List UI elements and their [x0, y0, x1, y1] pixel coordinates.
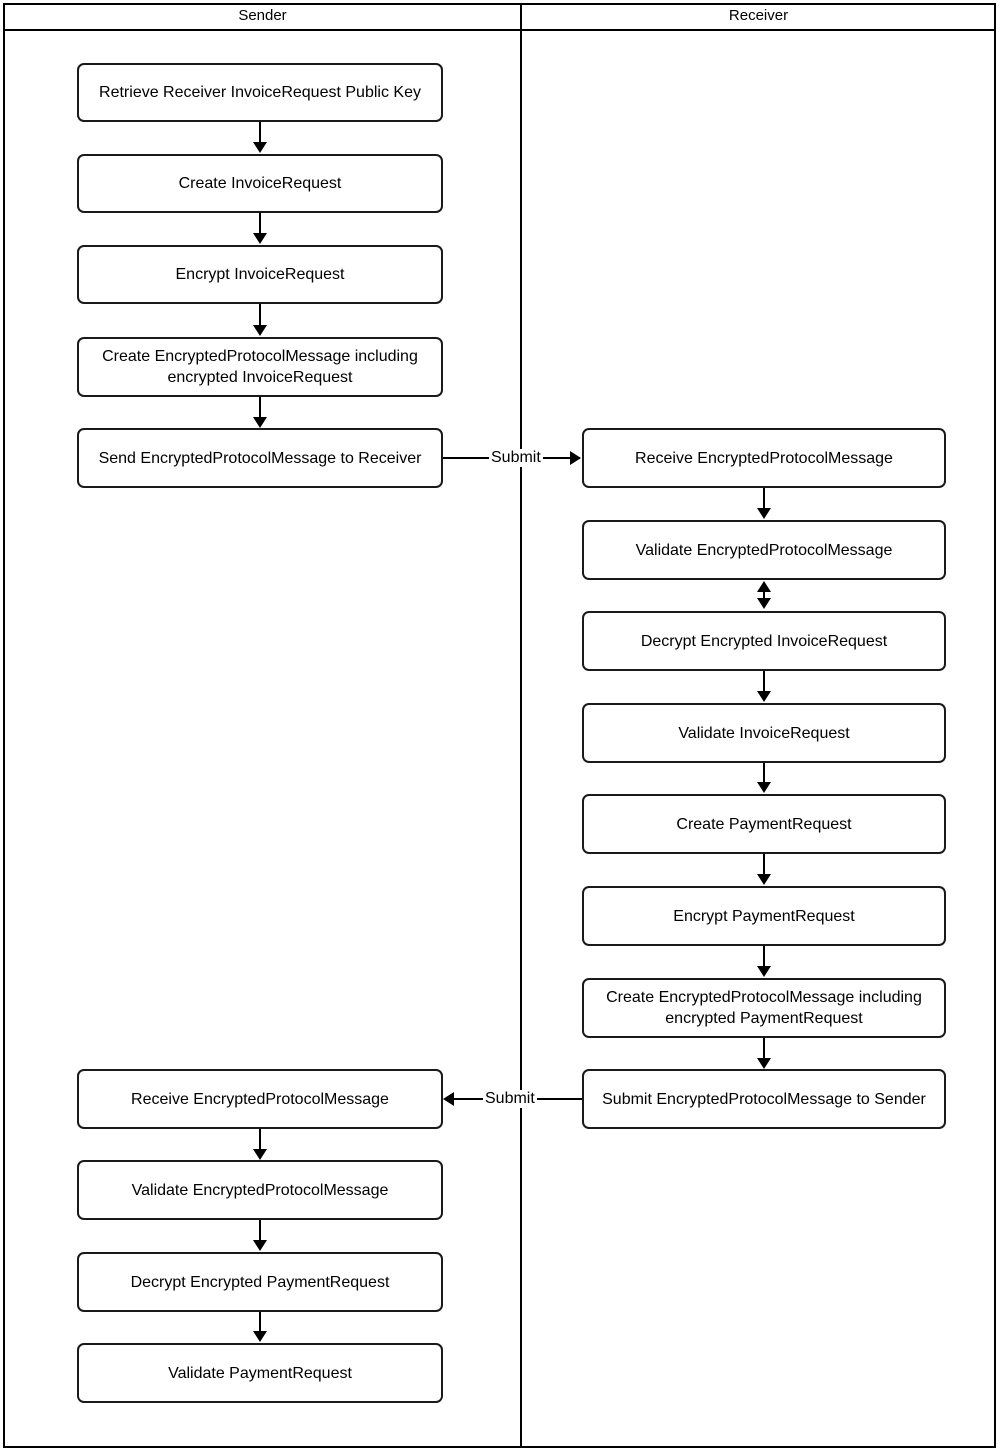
connector-s6-s7-line	[259, 1129, 261, 1150]
connector-r5-r6-line	[763, 854, 765, 875]
connector-s2-s3-line	[259, 213, 261, 234]
connector-r7-r8-arrowhead	[757, 1058, 771, 1069]
node-encrypt-paymentrequest[interactable]: Encrypt PaymentRequest	[582, 886, 946, 946]
node-retrieve-receiver-invoicerequest-public-key[interactable]: Retrieve Receiver InvoiceRequest Public …	[77, 63, 443, 122]
node-label: Receive EncryptedProtocolMessage	[635, 449, 893, 467]
connector-s8-s9-line	[259, 1312, 261, 1332]
connector-s1-s2-line	[259, 122, 261, 143]
connector-s5-r1-arrowhead	[570, 451, 581, 465]
connector-s3-s4-arrowhead	[253, 325, 267, 336]
connector-r3-r4-arrowhead	[757, 691, 771, 702]
node-label: Encrypt InvoiceRequest	[175, 266, 345, 283]
node-create-paymentrequest[interactable]: Create PaymentRequest	[582, 794, 946, 854]
node-decrypt-encrypted-paymentrequest[interactable]: Decrypt Encrypted PaymentRequest	[77, 1252, 443, 1312]
connector-r7-r8-line	[763, 1038, 765, 1059]
connector-s1-s2-arrowhead	[253, 142, 267, 153]
node-label: Retrieve Receiver InvoiceRequest Public …	[99, 84, 421, 101]
node-validate-paymentrequest[interactable]: Validate PaymentRequest	[77, 1343, 443, 1403]
node-label: Decrypt Encrypted InvoiceRequest	[640, 632, 888, 650]
node-label: Send EncryptedProtocolMessage to Receive…	[98, 449, 422, 467]
pool-border	[3, 3, 996, 1448]
node-label: Create PaymentRequest	[676, 815, 852, 833]
connector-r5-r6-arrowhead	[757, 874, 771, 885]
node-receive-encryptedprotocolmessage-receiver[interactable]: Receive EncryptedProtocolMessage	[582, 428, 946, 488]
connector-s8-s9-arrowhead	[253, 1331, 267, 1342]
node-label: Validate EncryptedProtocolMessage	[131, 1181, 389, 1199]
edge-label-submit-to-receiver: Submit	[489, 449, 543, 467]
connector-s6-s7-arrowhead	[253, 1149, 267, 1160]
node-create-invoicerequest[interactable]: Create InvoiceRequest	[77, 154, 443, 213]
node-validate-encryptedprotocolmessage-sender[interactable]: Validate EncryptedProtocolMessage	[77, 1160, 443, 1220]
node-decrypt-encrypted-invoicerequest[interactable]: Decrypt Encrypted InvoiceRequest	[582, 611, 946, 671]
lane-title-sender: Sender	[238, 7, 287, 24]
connector-r3-r4-line	[763, 671, 765, 692]
node-encrypt-invoicerequest[interactable]: Encrypt InvoiceRequest	[77, 245, 443, 304]
node-label: Create EncryptedProtocolMessage includin…	[606, 989, 922, 1027]
node-receive-encryptedprotocolmessage-sender[interactable]: Receive EncryptedProtocolMessage	[77, 1069, 443, 1129]
node-validate-invoicerequest[interactable]: Validate InvoiceRequest	[582, 703, 946, 763]
connector-s7-s8-line	[259, 1220, 261, 1241]
node-label: Decrypt Encrypted PaymentRequest	[130, 1273, 390, 1291]
connector-r6-r7-arrowhead	[757, 966, 771, 977]
node-label: Create EncryptedProtocolMessage includin…	[102, 348, 418, 386]
connector-r6-r7-line	[763, 946, 765, 967]
lane-header-divider	[3, 29, 996, 31]
connector-r1-r2-arrowhead	[757, 508, 771, 519]
connector-r2-r3-arrowhead-up	[757, 581, 771, 592]
connector-r2-r3-arrowhead-down	[757, 598, 771, 609]
node-label: Encrypt PaymentRequest	[673, 907, 855, 925]
edge-label-submit-to-sender: Submit	[483, 1090, 537, 1108]
connector-r2-r3-line	[763, 589, 765, 599]
node-send-encryptedprotocolmessage-to-receiver[interactable]: Send EncryptedProtocolMessage to Receive…	[77, 428, 443, 488]
connector-s7-s8-arrowhead	[253, 1240, 267, 1251]
node-validate-encryptedprotocolmessage-receiver[interactable]: Validate EncryptedProtocolMessage	[582, 520, 946, 580]
node-label: Submit EncryptedProtocolMessage to Sende…	[602, 1090, 926, 1108]
connector-s4-s5-line	[259, 397, 261, 418]
connector-s2-s3-arrowhead	[253, 233, 267, 244]
connector-r1-r2-line	[763, 488, 765, 509]
connector-r4-r5-line	[763, 763, 765, 783]
connector-r8-s6-arrowhead	[443, 1092, 454, 1106]
connector-s3-s4-line	[259, 304, 261, 326]
connector-r4-r5-arrowhead	[757, 782, 771, 793]
lane-title-receiver: Receiver	[728, 7, 789, 24]
node-label: Receive EncryptedProtocolMessage	[131, 1090, 389, 1108]
lane-vertical-divider	[520, 3, 522, 1448]
node-create-encryptedprotocolmessage-invoicerequest[interactable]: Create EncryptedProtocolMessage includin…	[77, 337, 443, 397]
node-label: Validate EncryptedProtocolMessage	[635, 541, 893, 559]
node-create-encryptedprotocolmessage-paymentrequest[interactable]: Create EncryptedProtocolMessage includin…	[582, 978, 946, 1038]
node-label: Validate PaymentRequest	[168, 1364, 352, 1382]
node-label: Validate InvoiceRequest	[678, 724, 850, 742]
connector-s4-s5-arrowhead	[253, 417, 267, 428]
node-label: Create InvoiceRequest	[178, 175, 342, 192]
node-submit-encryptedprotocolmessage-to-sender[interactable]: Submit EncryptedProtocolMessage to Sende…	[582, 1069, 946, 1129]
